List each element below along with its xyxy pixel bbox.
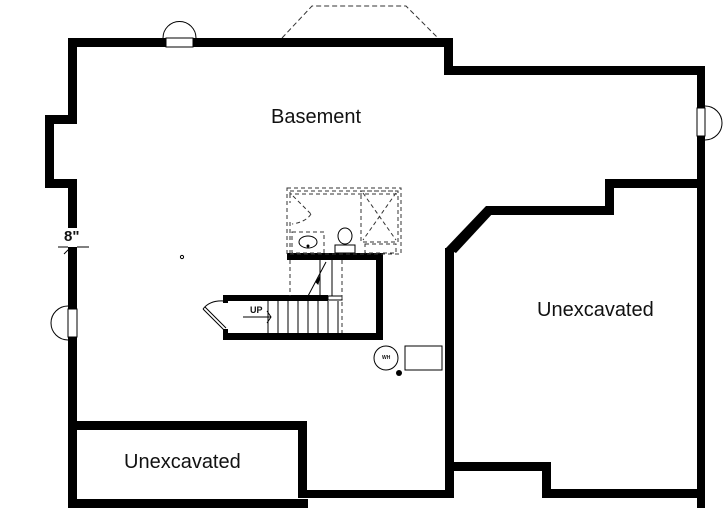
unexcavated-right-walls <box>420 179 705 498</box>
room-label-unexcavated-right: Unexcavated <box>537 299 654 321</box>
future-bathroom <box>286 187 402 255</box>
room-label-basement: Basement <box>271 106 362 128</box>
stair-walls <box>223 253 383 340</box>
furnace-icon <box>404 345 443 371</box>
stairs-up-label: UP <box>250 305 263 315</box>
outer-walls <box>45 38 705 508</box>
room-label-unexcavated-bottom-left: Unexcavated <box>124 451 241 473</box>
wall-thickness-label: 8" <box>64 228 80 245</box>
stair-door <box>202 300 227 331</box>
toilet-icon <box>334 227 356 254</box>
sink-icon <box>298 235 318 249</box>
stair-dashed-lines <box>289 260 343 333</box>
water-heater-label: WH <box>382 355 391 361</box>
floor-drain-icon <box>396 370 402 376</box>
column-post-icon <box>179 254 185 260</box>
up-arrow-icon <box>243 310 272 324</box>
water-heater-icon <box>373 345 399 371</box>
unexcavated-bottom-left-walls <box>68 421 307 498</box>
bay-window-outline <box>281 5 439 39</box>
windows <box>50 21 723 341</box>
